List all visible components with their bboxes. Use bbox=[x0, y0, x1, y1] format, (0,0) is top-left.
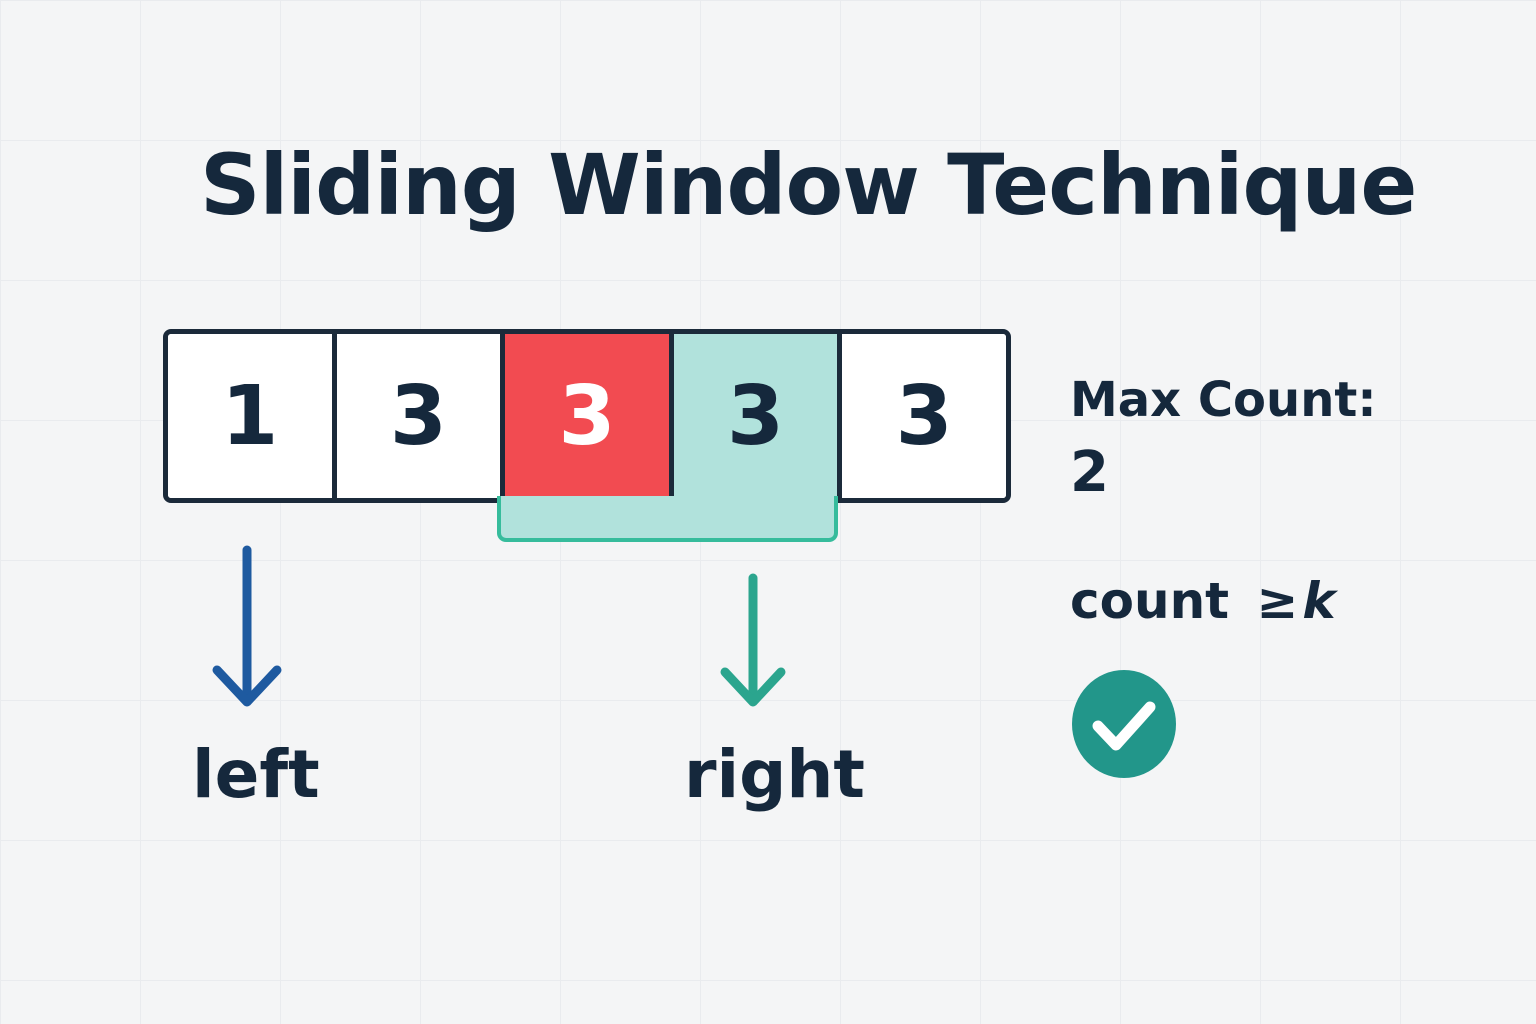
page-title: Sliding Window Technique bbox=[200, 136, 1417, 234]
window-bracket bbox=[497, 496, 838, 542]
cell-value: 3 bbox=[389, 368, 447, 464]
cell-value: 3 bbox=[727, 368, 785, 464]
array-cell-1: 3 bbox=[336, 334, 506, 498]
array-cell-2-current: 3 bbox=[505, 334, 674, 498]
right-arrow-icon bbox=[720, 573, 786, 707]
cell-value: 1 bbox=[221, 368, 279, 464]
condition-text: count bbox=[1070, 572, 1230, 630]
cell-value: 3 bbox=[558, 368, 616, 464]
condition: count ≥k bbox=[1070, 572, 1336, 630]
right-pointer-label: right bbox=[684, 736, 865, 813]
cell-value: 3 bbox=[895, 368, 953, 464]
left-arrow-icon bbox=[212, 545, 282, 707]
left-pointer-label: left bbox=[192, 736, 320, 813]
array-cell-0: 1 bbox=[168, 334, 337, 498]
array-cell-4: 3 bbox=[842, 334, 1006, 498]
max-count-value: 2 bbox=[1070, 440, 1109, 505]
condition-operator: ≥ bbox=[1256, 572, 1299, 630]
condition-variable: k bbox=[1302, 572, 1336, 630]
array-cell-3-window: 3 bbox=[673, 334, 843, 498]
max-count-label: Max Count: bbox=[1070, 372, 1377, 428]
array-strip: 1 3 3 3 3 bbox=[163, 329, 1011, 503]
check-circle-icon bbox=[1072, 670, 1176, 778]
